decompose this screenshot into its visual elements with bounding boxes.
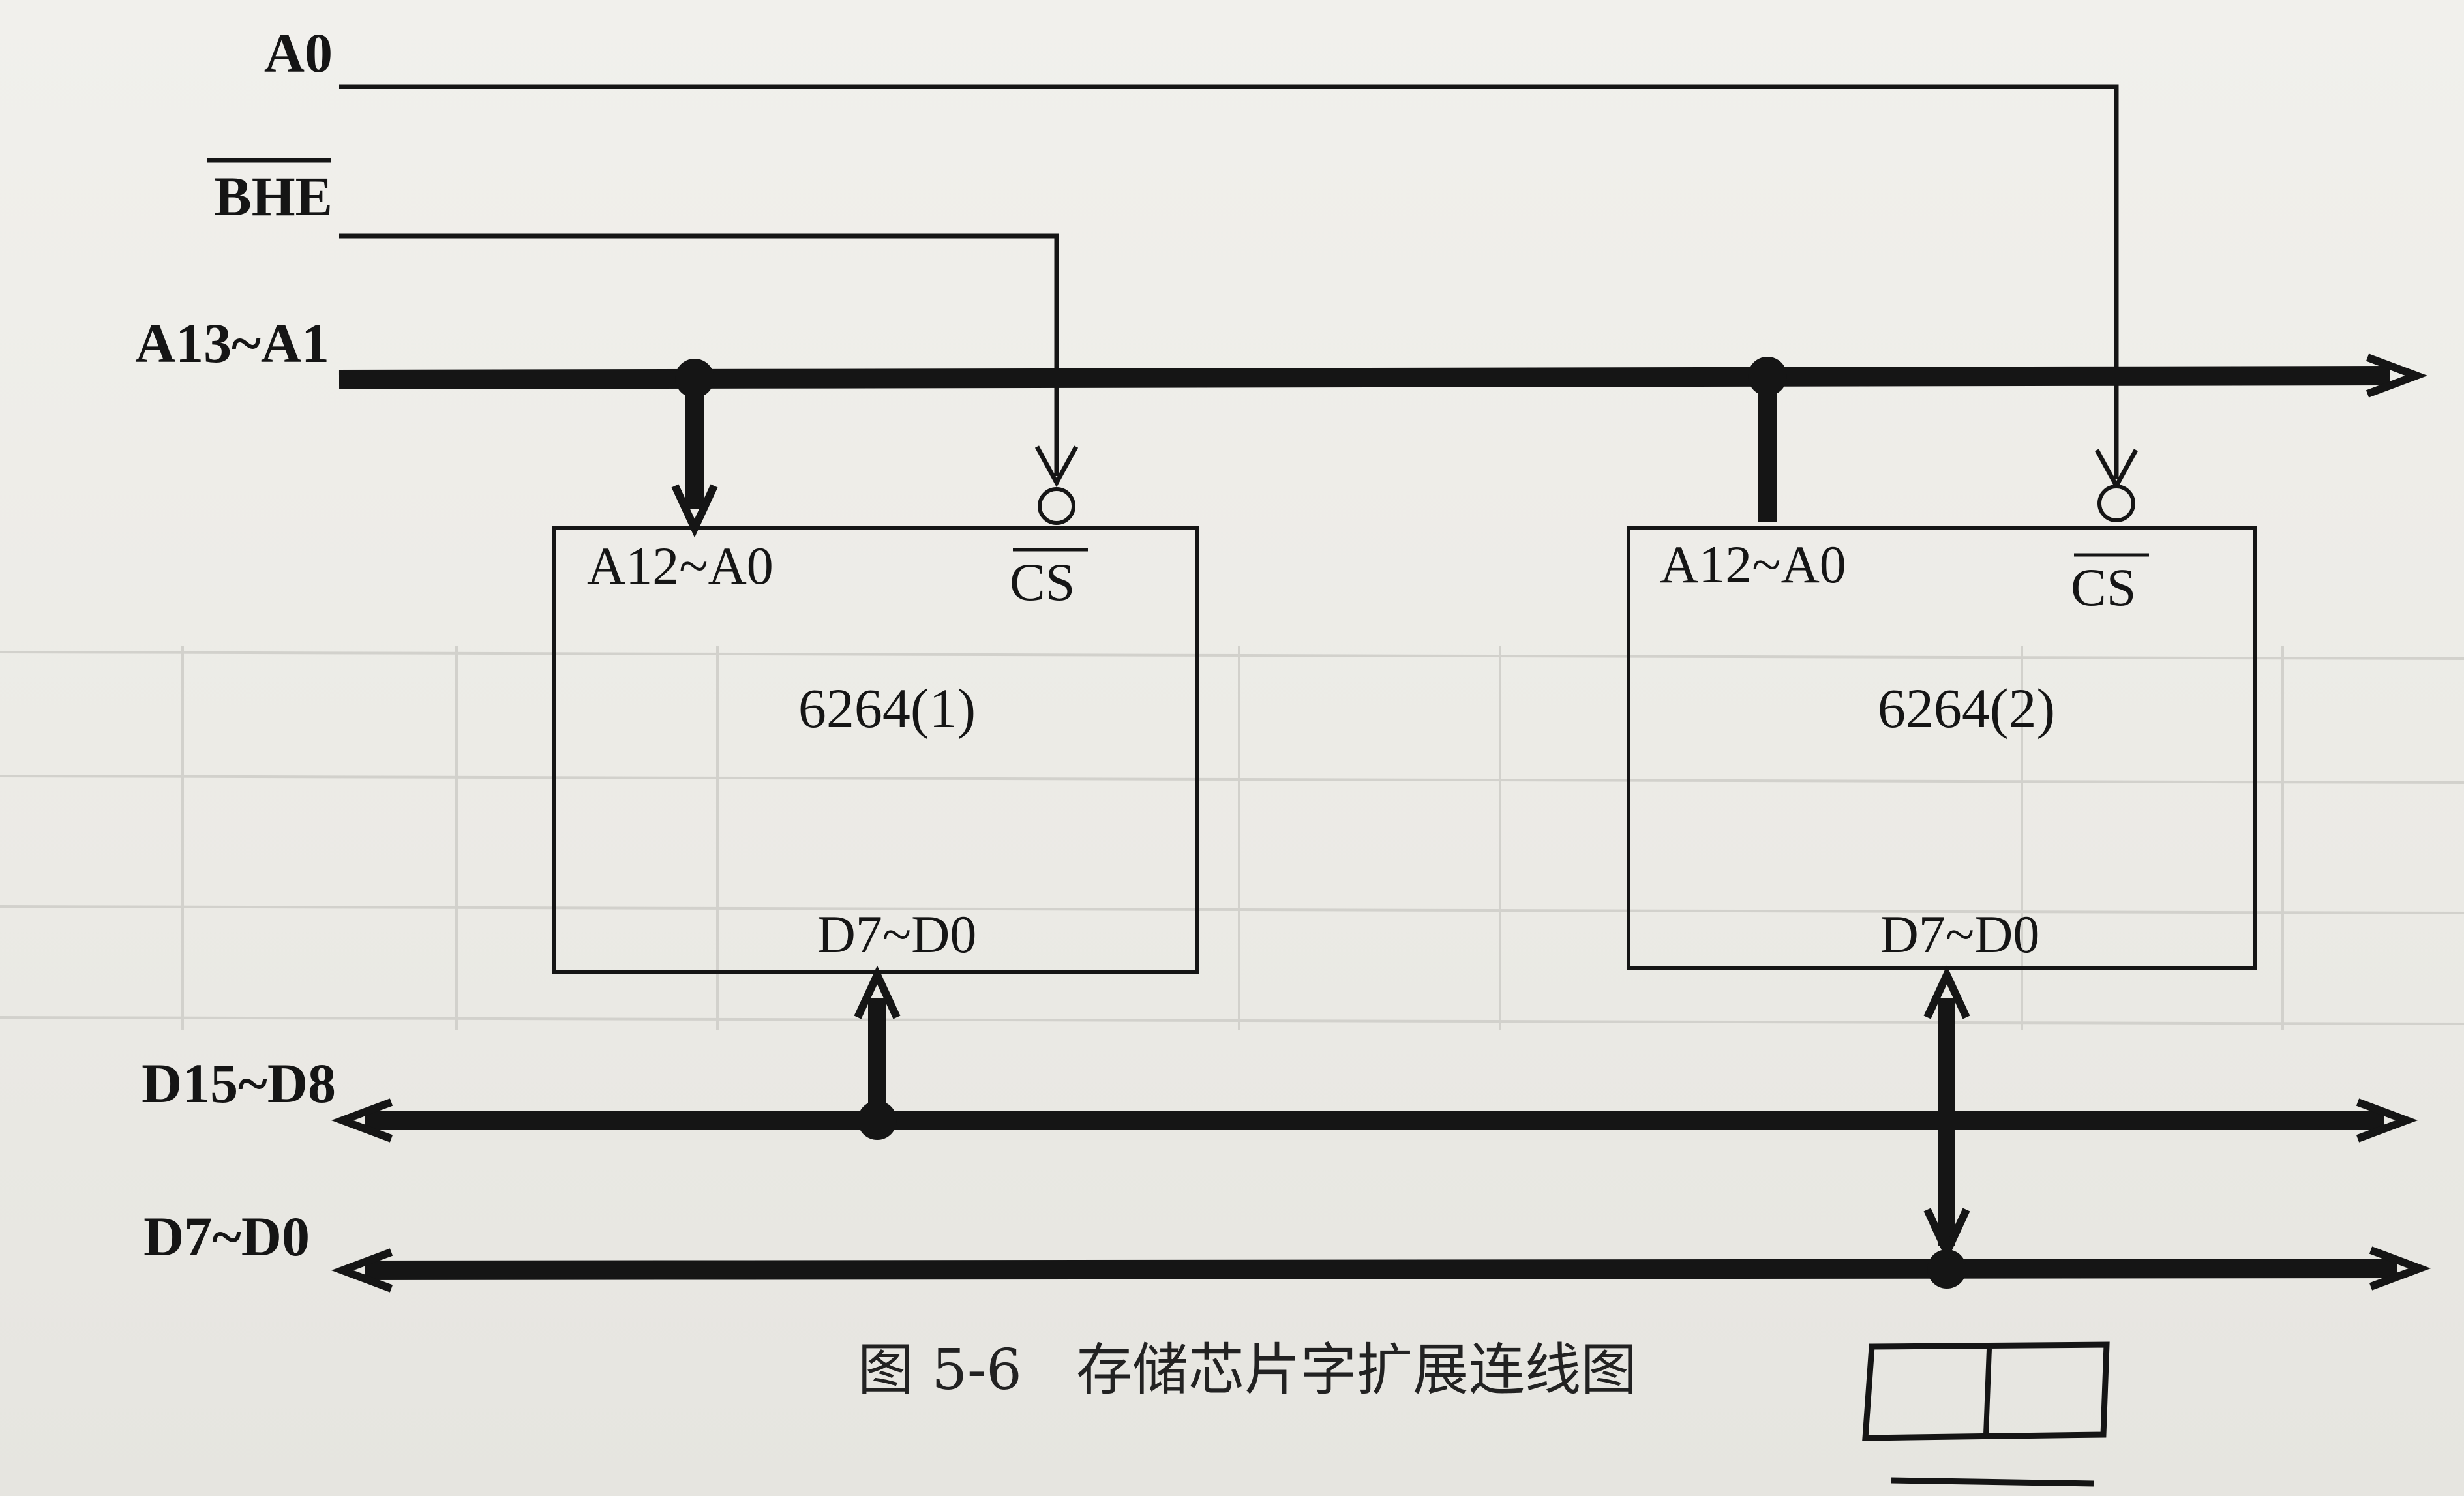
address-bus-arrowhead [2366,353,2428,398]
data-bus-high-arrow-right [2356,1098,2418,1143]
address-bus [338,366,2391,389]
chip2-name: 6264(2) [1878,677,2055,740]
label-addr-bus: A13~A1 [135,312,329,374]
chip2-cs-bubble [2097,485,2135,522]
data-low-junction [1927,1249,1966,1289]
chip1-data-link-arrow [854,965,901,1019]
chip1-name: 6264(1) [798,677,976,740]
bhe-wire [339,233,1059,476]
label-data-low: D7~D0 [143,1205,310,1268]
chip2-cs-pin: CS [2071,558,2136,617]
handwritten-box-sketch [1862,1341,2110,1487]
bleed-through-grid [0,646,2464,1030]
data-bus-low [365,1259,2397,1280]
data-bus-low-arrow-right [2369,1246,2431,1291]
chip2-data-link-arrow-down [1923,1208,1970,1262]
chip2-addr-pin: A12~A0 [1660,535,1846,594]
chip-6264-2 [1627,526,2257,970]
chip1-cs-bubble [1038,487,1075,525]
data-bus-high-arrow-left [331,1098,393,1143]
figure-caption-title: 存储芯片字扩展连线图 [1076,1338,1637,1403]
chip1-data-pin: D7~D0 [817,905,977,964]
chip2-data-pin: D7~D0 [1880,905,2040,964]
bhe-arrowhead [1034,445,1079,488]
data-bus-low-arrow-left [331,1248,393,1293]
chip1-cs-pin: CS [1010,552,1075,612]
chip1-addr-pin: A12~A0 [587,536,774,595]
label-a0: A0 [264,22,333,84]
label-bhe: BHE [214,165,333,228]
a0-wire [339,84,2119,479]
figure-caption-number: 图 5-6 [858,1338,1022,1403]
label-data-high: D15~D8 [142,1052,336,1115]
chip2-data-link-arrow-up [1923,965,1970,1019]
